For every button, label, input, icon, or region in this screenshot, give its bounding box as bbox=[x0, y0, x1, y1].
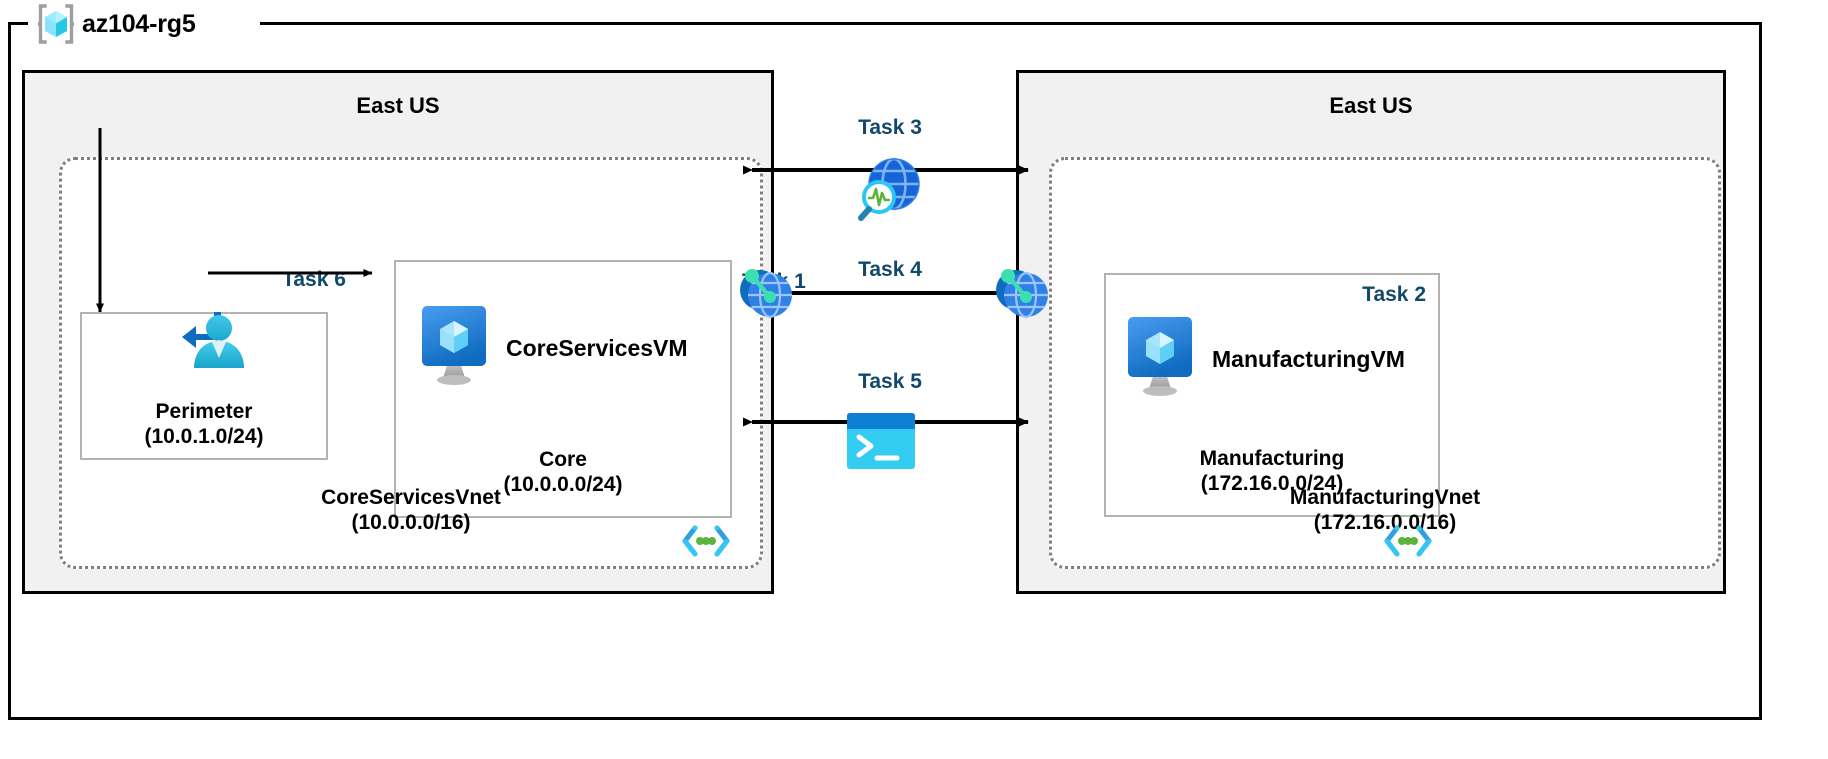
resource-group-container bbox=[8, 22, 1762, 720]
subnet-manufacturing-name: Manufacturing bbox=[1199, 446, 1345, 470]
virtual-machine-icon bbox=[418, 304, 490, 393]
vnet-peering-icon bbox=[736, 263, 798, 325]
task-label-4: Task 4 bbox=[858, 258, 922, 281]
resource-group-name: az104-rg5 bbox=[82, 9, 196, 38]
virtual-machine-icon bbox=[1124, 315, 1196, 404]
subnet-manufacturing-label: Manufacturing (172.16.0.0/24) bbox=[1106, 446, 1438, 497]
vnet-coreservices-label: CoreServicesVnet (10.0.0.0/16) bbox=[62, 485, 760, 536]
subnet-perimeter: Perimeter (10.0.1.0/24) bbox=[80, 312, 328, 460]
azure-resource-group-icon bbox=[34, 2, 78, 46]
subnet-core-name: Core bbox=[539, 447, 587, 471]
vnet-peering-icon bbox=[992, 263, 1054, 325]
task-label-5: Task 5 bbox=[858, 370, 922, 393]
vm-manufacturing: ManufacturingVM bbox=[1124, 315, 1405, 404]
bastion-user-icon bbox=[174, 306, 248, 380]
vm-coreservices: CoreServicesVM bbox=[418, 304, 688, 393]
subnet-core-label: Core (10.0.0.0/24) bbox=[396, 447, 730, 498]
vnet-coreservices: Task 6 bbox=[59, 157, 806, 569]
vnet-manufacturing: Task 2 bbox=[1049, 157, 1721, 569]
subnet-manufacturing: Task 2 bbox=[1104, 273, 1440, 517]
network-watcher-icon bbox=[852, 155, 924, 227]
vm-coreservices-name: CoreServicesVM bbox=[506, 335, 688, 361]
region-east-us-left: East US Task 6 bbox=[22, 70, 806, 594]
vnet-manufacturing-name: ManufacturingVnet bbox=[1289, 485, 1481, 509]
region-title-left: East US bbox=[356, 93, 440, 118]
subnet-perimeter-cidr: (10.0.1.0/24) bbox=[144, 425, 264, 449]
task-label-3: Task 3 bbox=[858, 116, 922, 139]
subnet-perimeter-label: Perimeter (10.0.1.0/24) bbox=[82, 399, 326, 450]
cloud-shell-icon bbox=[847, 413, 915, 469]
resource-group-title: az104-rg5 bbox=[34, 2, 196, 46]
subnet-core-cidr: (10.0.0.0/24) bbox=[503, 473, 623, 497]
region-east-us-right: East US Task 2 bbox=[1016, 70, 1726, 594]
vm-manufacturing-name: ManufacturingVM bbox=[1212, 346, 1405, 372]
code-brackets-icon bbox=[680, 524, 732, 558]
vnet-coreservices-cidr: (10.0.0.0/16) bbox=[351, 511, 471, 535]
subnet-core: Task 1 bbox=[394, 260, 806, 518]
vnet-coreservices-name: CoreServicesVnet bbox=[321, 485, 501, 509]
task-label-2: Task 2 bbox=[1362, 283, 1426, 306]
code-brackets-icon bbox=[1382, 524, 1434, 558]
region-title-right: East US bbox=[1329, 93, 1413, 118]
subnet-perimeter-name: Perimeter bbox=[155, 399, 253, 423]
subnet-manufacturing-cidr: (172.16.0.0/24) bbox=[1200, 472, 1344, 496]
